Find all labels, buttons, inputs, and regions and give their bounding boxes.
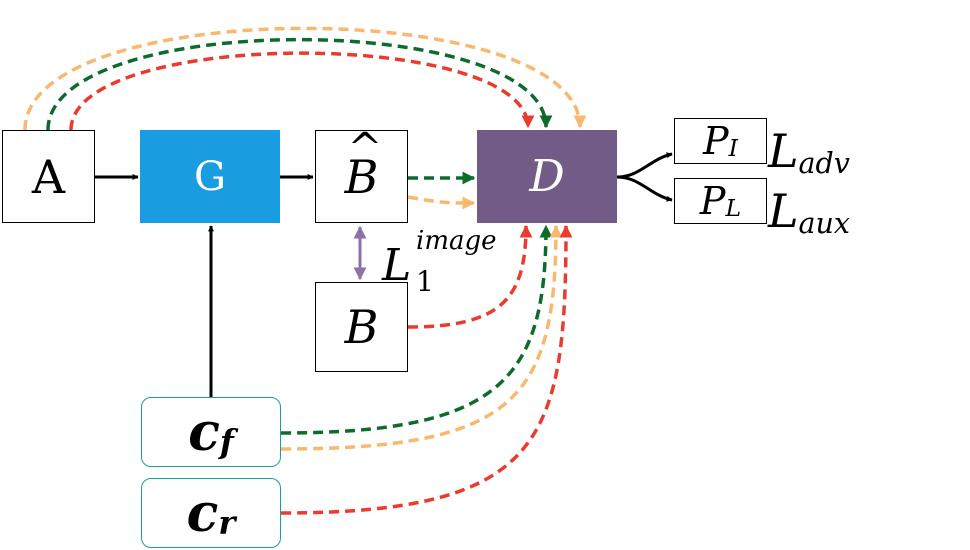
loss-adv-sub: adv: [798, 146, 850, 180]
loss-l1-sub: 1: [416, 265, 434, 298]
node-c-r-main: c: [186, 482, 219, 544]
loss-l1-sup: image: [416, 226, 497, 256]
node-c-f-main: c: [188, 401, 220, 463]
edge-a-to-d-red: [69, 51, 535, 131]
edge-d-to-pl: [616, 175, 673, 202]
node-b-label: B: [344, 300, 379, 354]
node-b-hat-wrap: ^ B: [344, 124, 383, 204]
node-g: G: [140, 130, 280, 223]
loss-adv: Ladv: [768, 128, 850, 177]
loss-adv-main: L: [768, 124, 799, 178]
node-b: B: [315, 282, 408, 372]
node-g-label: G: [194, 153, 226, 200]
edge-cf-to-d-green: [280, 224, 553, 435]
loss-aux: Laux: [768, 188, 850, 237]
node-p-i-main: P: [703, 119, 729, 163]
node-a-label: A: [31, 149, 66, 204]
node-p-l-sub: L: [725, 194, 742, 223]
node-d: D: [477, 130, 617, 223]
edge-bhat-to-d-orange: [407, 195, 476, 210]
edge-cf-to-d-orange: [280, 224, 563, 451]
loss-l1-main: L: [382, 240, 412, 291]
node-c-r-sub: r: [218, 503, 236, 542]
edge-cr-to-d-red: [280, 224, 573, 515]
edge-a-to-d-orange: [23, 26, 587, 131]
loss-aux-sub: aux: [798, 206, 850, 240]
node-a: A: [2, 130, 95, 223]
node-b-hat: ^ B: [315, 124, 408, 223]
edge-d-to-pi: [616, 152, 673, 179]
node-p-i-sub: I: [728, 134, 738, 163]
edge-b-to-d-red: [407, 224, 533, 329]
loss-aux-main: L: [768, 184, 799, 238]
node-b-hat-hat: ^: [347, 123, 383, 172]
node-p-l-main: P: [699, 179, 726, 223]
node-b-hat-label: B: [344, 149, 379, 204]
edge-a-to-d-green: [46, 37, 553, 131]
node-d-label: D: [529, 151, 565, 202]
node-c-f-sub: f: [219, 422, 234, 461]
